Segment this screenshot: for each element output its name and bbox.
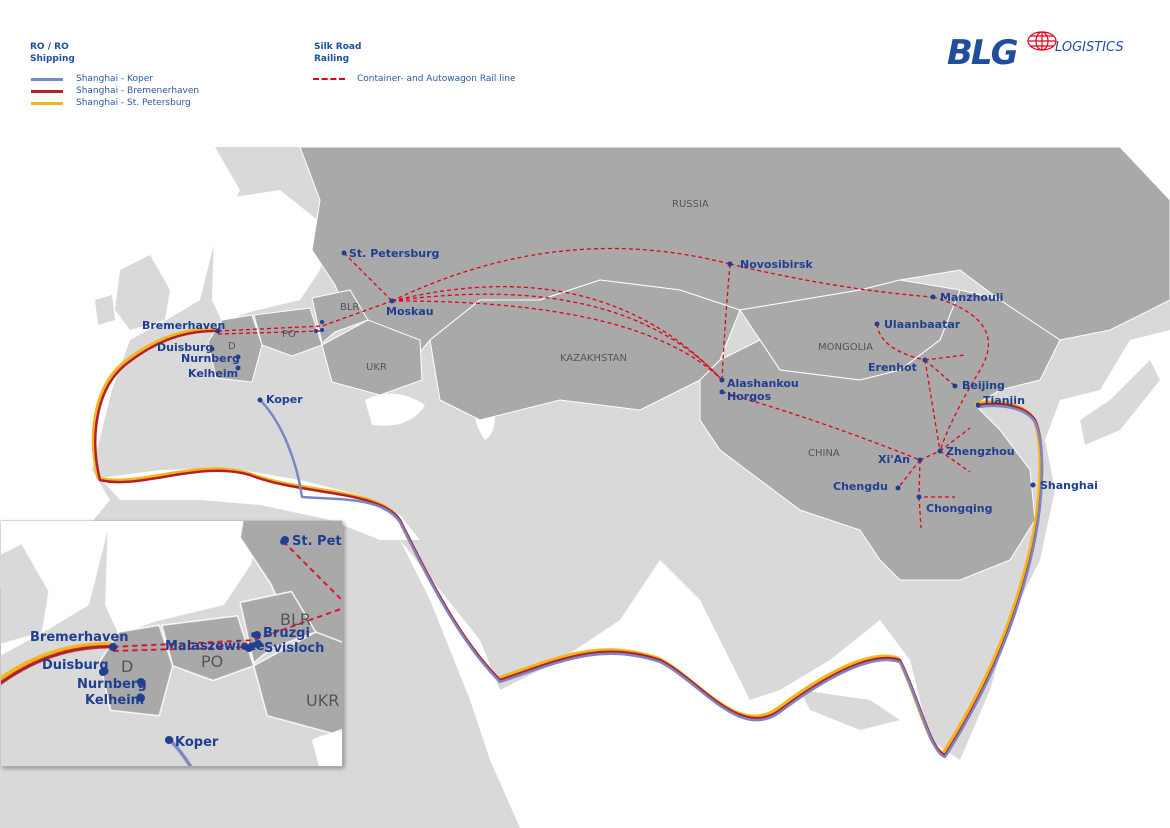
route-swatch xyxy=(31,101,63,105)
city-horgos: Horgos xyxy=(727,390,772,403)
city-koper: Koper xyxy=(266,393,303,406)
city-bremerhaven: Bremerhaven xyxy=(142,319,225,332)
legend-title: Railing xyxy=(314,54,350,64)
legend-item-bremerhaven: Shanghai - Bremenerhaven xyxy=(31,85,199,97)
legend-roro-shipping: RO / RO Shipping Shanghai - Koper Shangh… xyxy=(30,41,199,109)
europe-inset-map[interactable]: D PO BLR UKR Bremerhaven Duisburg Nurnbe… xyxy=(0,520,399,767)
city-zhengzhou: Zhengzhou xyxy=(946,445,1015,458)
inset-country-ukr: UKR xyxy=(306,691,339,710)
country-kazakhstan: KAZAKHSTAN xyxy=(560,353,627,364)
country-blr: BLR xyxy=(340,302,359,313)
legend-silk-road-railing: Silk Road Railing Container- and Autowag… xyxy=(313,41,516,85)
city-erenhot: Erenhot xyxy=(868,361,917,374)
city-ulaanbaatar: Ulaanbaatar xyxy=(884,318,961,331)
city-xian: Xi'An xyxy=(878,453,910,466)
inset-country-d: D xyxy=(121,657,133,676)
inset-city-malaszewicze: Malaszewicze xyxy=(165,639,265,654)
legend-item-rail: Container- and Autowagon Rail line xyxy=(313,73,516,85)
city-tianjin: Tianjin xyxy=(983,394,1025,407)
city-nurnberg: Nurnberg xyxy=(181,352,240,365)
country-ukr: UKR xyxy=(366,362,387,373)
legend-item-st-petersburg: Shanghai - St. Petersburg xyxy=(31,97,199,109)
legend-label: Container- and Autowagon Rail line xyxy=(357,74,516,84)
city-shanghai: Shanghai xyxy=(1040,479,1098,492)
country-mongolia: MONGOLIA xyxy=(818,342,873,353)
legend-title: Shipping xyxy=(30,54,75,64)
city-moskau: Moskau xyxy=(386,305,434,318)
country-china: CHINA xyxy=(808,448,840,459)
city-kelheim: Kelheim xyxy=(188,367,238,380)
route-swatch xyxy=(31,89,63,93)
inset-city-bruzgi: Bruzgi xyxy=(263,626,310,641)
svg-text:LOGISTICS: LOGISTICS xyxy=(1055,40,1124,55)
inset-country-blr: BLR xyxy=(280,610,311,629)
globe-icon xyxy=(1027,31,1057,51)
city-beijing: Beijing xyxy=(962,379,1005,392)
country-po: PO xyxy=(282,329,296,340)
country-russia: RUSSIA xyxy=(672,199,709,210)
legend-title: Silk Road xyxy=(314,42,362,52)
city-duisburg: Duisburg xyxy=(157,341,213,354)
city-novosibirsk: Novosibirsk xyxy=(740,258,813,271)
inset-city-nurnberg: Nurnberg xyxy=(77,677,147,692)
legend-title: RO / RO xyxy=(30,42,69,52)
city-chengdu: Chengdu xyxy=(833,480,888,493)
route-swatch xyxy=(31,77,63,81)
city-chongqing: Chongqing xyxy=(926,502,993,515)
city-manzhouli: Manzhouli xyxy=(940,291,1003,304)
inset-country-po: PO xyxy=(201,652,223,671)
inset-city-st-petersburg: St. Petersburg xyxy=(292,534,399,549)
inset-city-duisburg: Duisburg xyxy=(42,658,109,673)
legend-label: Shanghai - St. Petersburg xyxy=(76,98,191,108)
svg-text:BLG: BLG xyxy=(947,33,1018,70)
inset-city-bremerhaven: Bremerhaven xyxy=(30,630,128,645)
city-alashankou: Alashankou xyxy=(727,377,799,390)
inset-city-svisloch: Svisloch xyxy=(264,641,324,656)
legend-label: Shanghai - Koper xyxy=(76,74,153,84)
inset-city-koper: Koper xyxy=(175,735,219,750)
country-labels: RUSSIA KAZAKHSTAN MONGOLIA CHINA D PO BL… xyxy=(228,199,873,459)
rail-swatch xyxy=(313,78,345,80)
blg-logistics-logo: BLG LOGISTICS xyxy=(947,31,1124,70)
country-d: D xyxy=(228,341,236,352)
city-st-petersburg: St. Petersburg xyxy=(349,247,439,260)
legend-label: Shanghai - Bremenerhaven xyxy=(76,86,200,96)
city-labels: St. Petersburg Moskau Bremerhaven Duisbu… xyxy=(142,247,1098,515)
inset-city-kelheim: Kelheim xyxy=(85,693,144,708)
legend-item-koper: Shanghai - Koper xyxy=(31,73,199,85)
